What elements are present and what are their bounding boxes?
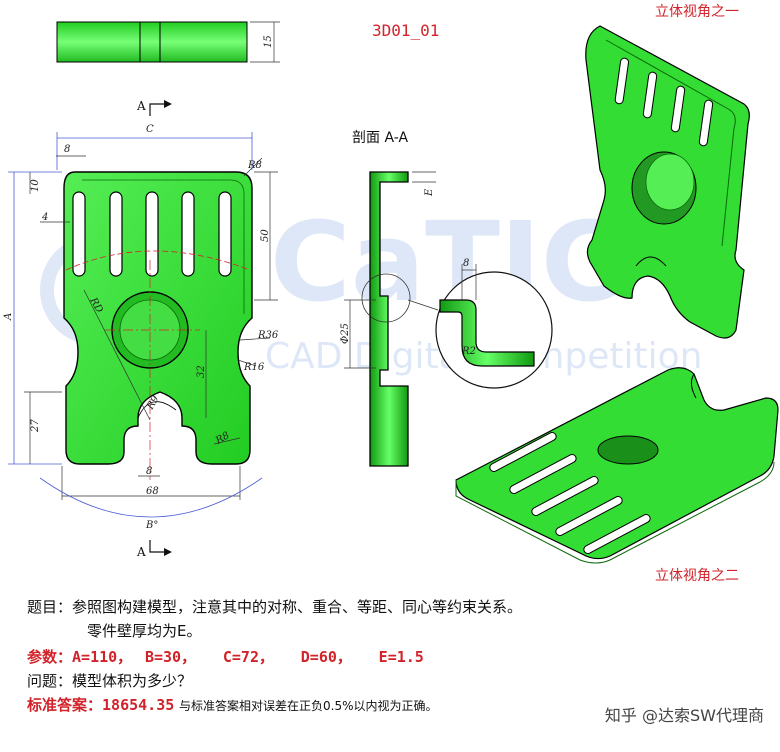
- dim-s8: 8: [463, 258, 469, 269]
- svg-text:A: A: [136, 99, 146, 113]
- dim-w8-bottom: 8: [146, 466, 152, 477]
- dim-e: E: [424, 188, 435, 197]
- top-view: 15: [56, 21, 280, 63]
- dim-r8-top: R8: [247, 160, 262, 171]
- dim-r36: R36: [257, 330, 279, 341]
- detail-view: 8 R2: [435, 258, 553, 389]
- front-view: [63, 171, 253, 480]
- view-label-2: 立体视角之二: [655, 568, 739, 584]
- answer-line: 标准答案：18654.35 与标准答案相对误差在正负0.5%以内视为正确。: [27, 696, 438, 714]
- dimensions: C 8 R8 10 4 50 A RD R36 R16 32 R9 27 R8 …: [3, 124, 279, 531]
- question-line-1: 题目：参照图构建模型，注意其中的对称、重合、等距、同心等约束关系。: [27, 598, 523, 616]
- view-label-1: 立体视角之一: [655, 4, 739, 20]
- ask-line: 问题：模型体积为多少？: [27, 672, 193, 690]
- dim-r2: R2: [461, 346, 476, 357]
- dim-w4: 4: [41, 212, 48, 223]
- dim-top-thickness: 15: [263, 35, 274, 48]
- dim-a: A: [3, 313, 14, 321]
- dim-w8: 8: [64, 144, 70, 155]
- dim-r16: R16: [243, 362, 265, 373]
- isometric-view-2: [455, 367, 779, 564]
- drawing-id: 3D01_01: [372, 21, 439, 40]
- engineering-drawing: CaTIC CAD Digital Competition 3D01_01 立体…: [3, 4, 779, 584]
- dim-w68: 68: [146, 486, 159, 497]
- section-view: 剖面 A-A E Φ25: [340, 130, 439, 467]
- dim-h32: 32: [196, 365, 207, 378]
- section-arrow-top: A: [136, 99, 172, 116]
- dim-h50: 50: [260, 229, 271, 242]
- dim-d25: Φ25: [340, 323, 351, 344]
- dim-b: B°: [145, 520, 158, 531]
- dim-h10: 10: [30, 179, 41, 192]
- credit: 知乎 @达索SW代理商: [604, 706, 764, 725]
- question-block: 题目：参照图构建模型，注意其中的对称、重合、等距、同心等约束关系。 零件壁厚均为…: [0, 590, 780, 752]
- isometric-view-1: [585, 25, 750, 339]
- params-line: 参数：A=110， B=30， C=72， D=60， E=1.5: [27, 648, 424, 666]
- dim-c: C: [146, 124, 154, 135]
- dim-h27: 27: [30, 419, 41, 433]
- question-line-2: 零件壁厚均为E。: [87, 622, 202, 640]
- section-arrow-bottom: A: [136, 540, 172, 559]
- svg-text:A: A: [136, 545, 146, 559]
- section-title: 剖面 A-A: [352, 130, 408, 146]
